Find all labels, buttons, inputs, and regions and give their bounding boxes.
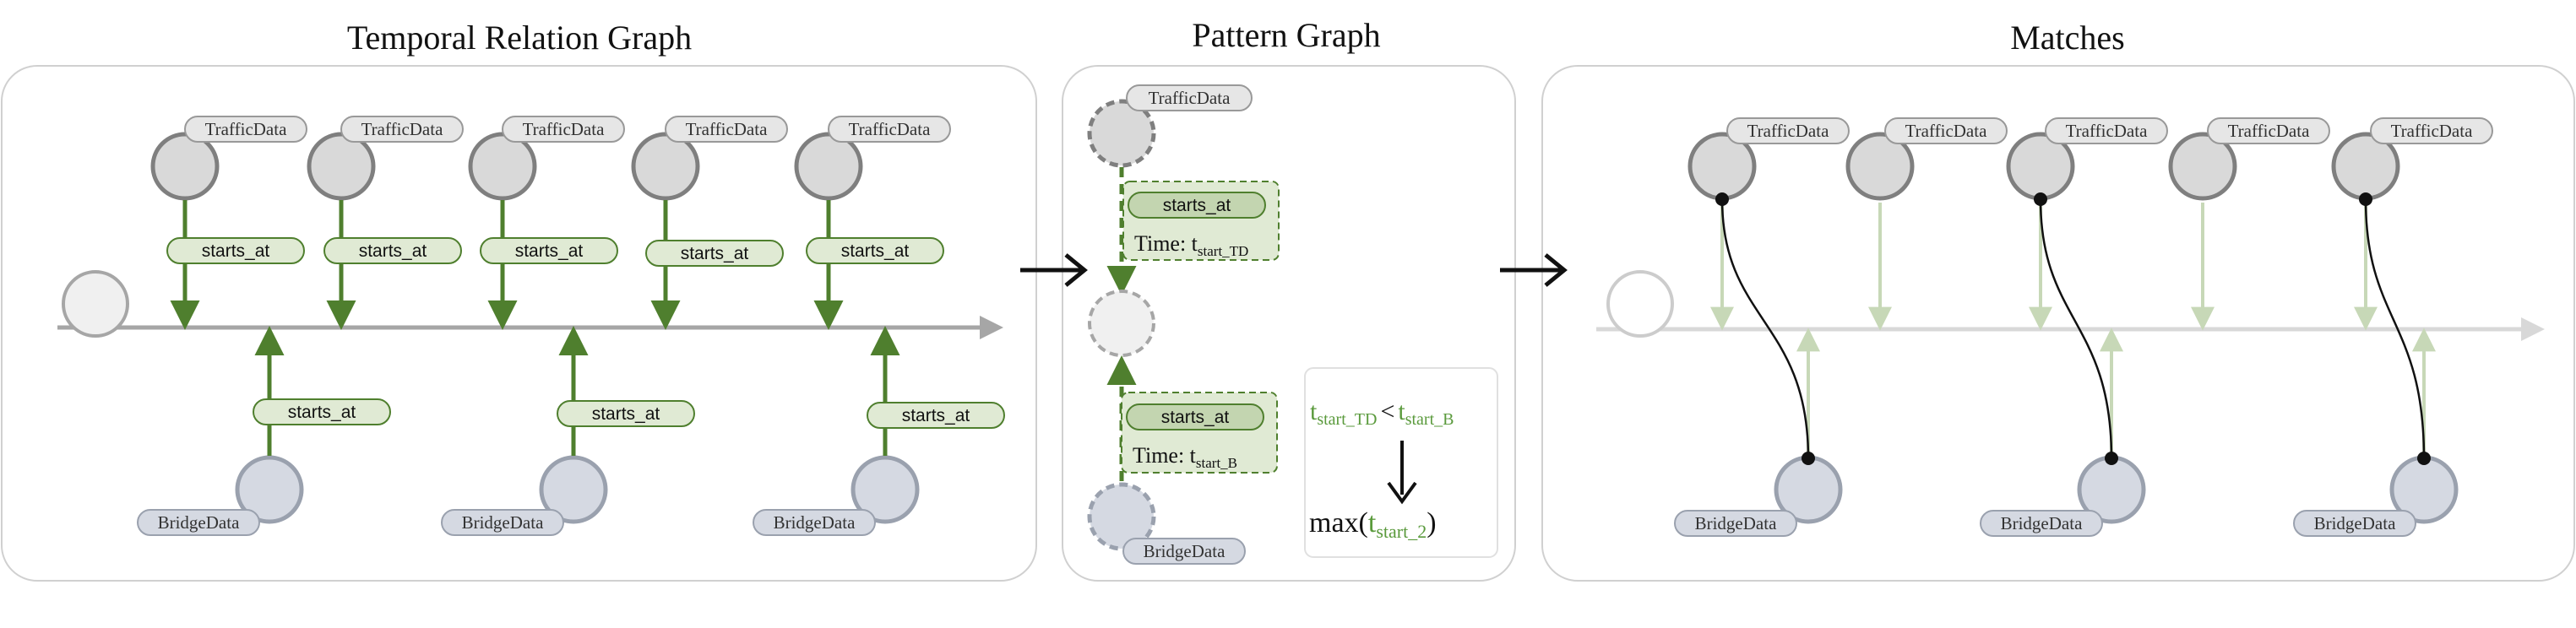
svg-text:starts_at: starts_at — [1163, 196, 1231, 215]
time-node — [62, 270, 129, 338]
edge-label: starts_at — [166, 237, 305, 264]
svg-text:TrafficData: TrafficData — [2066, 121, 2148, 141]
svg-text:TrafficData: TrafficData — [1747, 121, 1829, 141]
match-traffic-node-1: TrafficData — [1687, 117, 1850, 201]
pattern-edge-box-1: starts_at Time: tstart_TD — [1122, 181, 1280, 261]
left-panel-title: Temporal Relation Graph — [347, 19, 692, 57]
match-link-3 — [2359, 192, 2431, 465]
match-traffic-node-4: TrafficData — [2168, 117, 2330, 201]
match-bridge-node-3: BridgeData — [2293, 455, 2459, 537]
svg-text:starts_at: starts_at — [681, 244, 749, 263]
edge-label: starts_at — [557, 400, 695, 427]
match-traffic-node-3: TrafficData — [2006, 117, 2168, 201]
traffic-label: TrafficData — [361, 119, 443, 139]
edge-label: starts_at — [645, 240, 784, 267]
svg-text:starts_at: starts_at — [902, 406, 970, 425]
traffic-node-2: TrafficData — [307, 116, 464, 201]
svg-text:starts_at: starts_at — [515, 241, 584, 261]
bridge-label: BridgeData — [774, 512, 856, 533]
match-traffic-node-5: TrafficData — [2331, 117, 2493, 201]
transition-arrow-1 — [1020, 253, 1088, 287]
traffic-label: TrafficData — [849, 119, 931, 139]
traffic-node-3: TrafficData — [468, 116, 625, 201]
svg-text:TrafficData: TrafficData — [2228, 121, 2310, 141]
bridge-node-2: BridgeData — [441, 455, 608, 536]
svg-text:BridgeData: BridgeData — [1695, 513, 1777, 533]
time-label-1: Time: tstart_TD — [1134, 231, 1248, 259]
middle-panel-title: Pattern Graph — [1192, 16, 1380, 54]
traffic-node-4: TrafficData — [631, 116, 788, 201]
svg-text:starts_at: starts_at — [288, 403, 356, 422]
match-bridge-node-2: BridgeData — [1980, 455, 2146, 537]
edge-label: starts_at — [480, 237, 618, 264]
edge-label: starts_at — [253, 398, 391, 425]
svg-text:TrafficData: TrafficData — [1149, 88, 1231, 108]
svg-text:starts_at: starts_at — [592, 404, 660, 424]
bridge-node-3: BridgeData — [753, 455, 920, 536]
match-time-node — [1606, 270, 1674, 338]
match-link-2 — [2034, 192, 2118, 465]
condition-box: tstart_TD<tstart_B max(tstart_2) — [1304, 367, 1498, 558]
edge-label: starts_at — [806, 237, 944, 264]
traffic-node-5: TrafficData — [794, 116, 951, 201]
edge-label: starts_at — [867, 402, 1005, 429]
pattern-bridge-node: BridgeData — [1087, 482, 1246, 565]
svg-text:TrafficData: TrafficData — [2391, 121, 2473, 141]
pattern-traffic-node: TrafficData — [1087, 84, 1253, 168]
left-panel-frame — [1, 65, 1037, 582]
svg-text:starts_at: starts_at — [1161, 408, 1230, 427]
pattern-time-node — [1088, 290, 1155, 357]
traffic-label: TrafficData — [686, 119, 768, 139]
temporal-condition: tstart_TD<tstart_B — [1310, 398, 1454, 429]
transition-arrow-2 — [1500, 253, 1568, 287]
bridge-label: BridgeData — [158, 512, 240, 533]
bridge-label: BridgeData — [462, 512, 544, 533]
edge-label: starts_at — [323, 237, 462, 264]
time-label-2: Time: tstart_B — [1133, 443, 1237, 471]
middle-panel-frame — [1062, 65, 1516, 582]
svg-text:starts_at: starts_at — [202, 241, 270, 261]
traffic-label: TrafficData — [205, 119, 287, 139]
match-traffic-node-2: TrafficData — [1845, 117, 2008, 201]
svg-text:starts_at: starts_at — [359, 241, 427, 261]
svg-text:BridgeData: BridgeData — [2001, 513, 2083, 533]
match-timeline — [1596, 317, 2545, 341]
match-link-1 — [1715, 192, 1815, 465]
timeline — [57, 316, 1003, 339]
traffic-node-1: TrafficData — [150, 116, 307, 201]
right-panel-frame — [1541, 65, 2575, 582]
pattern-edge-box-2: starts_at Time: tstart_B — [1121, 392, 1278, 474]
svg-text:starts_at: starts_at — [841, 241, 910, 261]
svg-text:BridgeData: BridgeData — [2314, 513, 2396, 533]
match-bridge-node-1: BridgeData — [1674, 455, 1843, 537]
right-panel-title: Matches — [2010, 19, 2125, 57]
traffic-label: TrafficData — [523, 119, 605, 139]
aggregate-expression: max(tstart_2) — [1309, 507, 1437, 542]
svg-text:TrafficData: TrafficData — [1905, 121, 1987, 141]
bridge-node-1: BridgeData — [137, 455, 304, 536]
svg-text:BridgeData: BridgeData — [1144, 541, 1226, 561]
